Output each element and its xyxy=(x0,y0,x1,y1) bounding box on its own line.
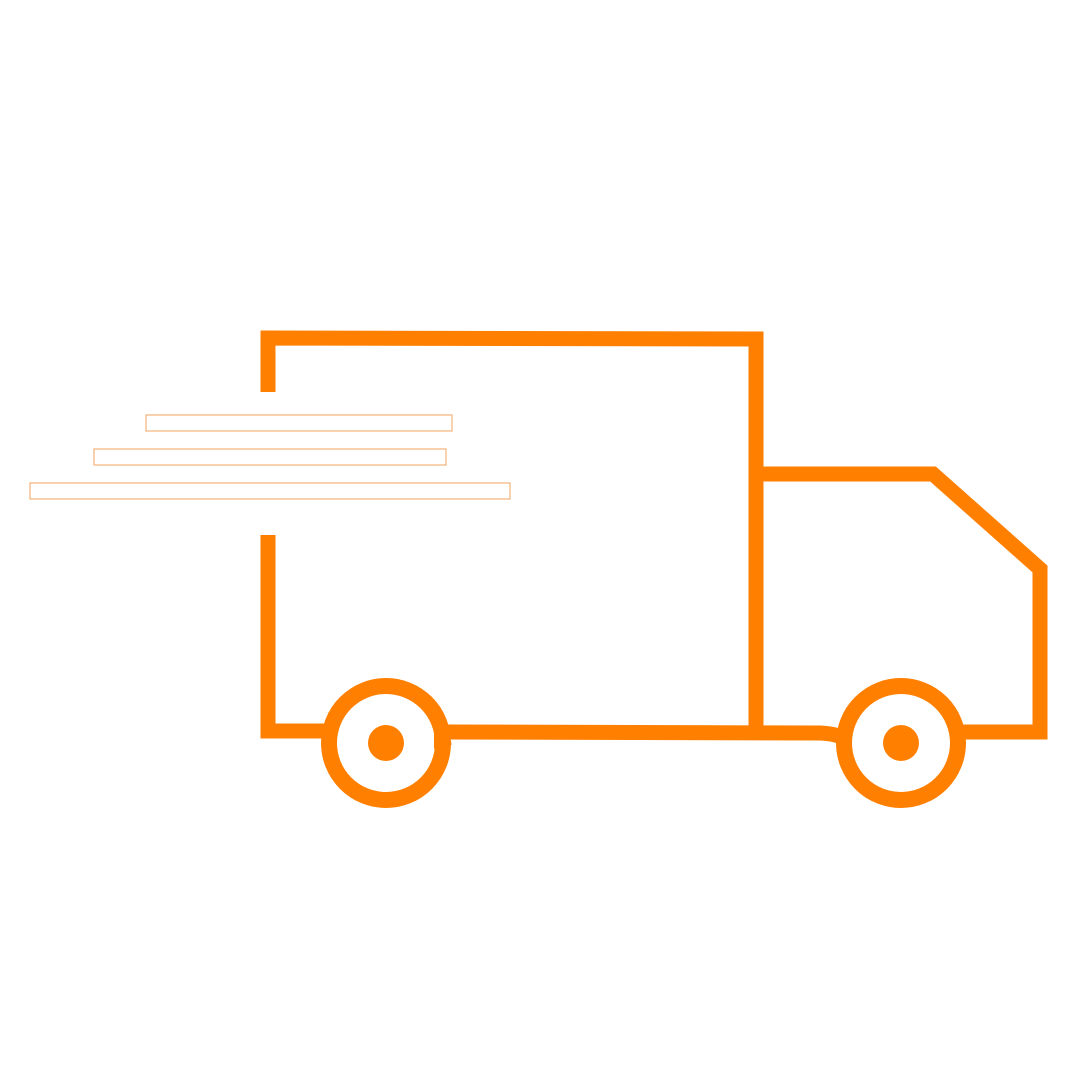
cab-outline xyxy=(756,466,1048,740)
rear-wheel-hub xyxy=(368,725,404,761)
rear-wheel xyxy=(321,678,451,808)
cargo-box-bottom-left xyxy=(260,535,325,739)
speed-line xyxy=(145,414,453,432)
front-wheel-hub xyxy=(883,725,919,761)
front-wheel xyxy=(836,678,966,808)
cargo-box-top xyxy=(260,330,764,731)
speed-lines xyxy=(29,414,511,500)
speed-line xyxy=(93,448,447,466)
speed-line xyxy=(29,482,511,500)
chassis-line xyxy=(446,724,848,744)
